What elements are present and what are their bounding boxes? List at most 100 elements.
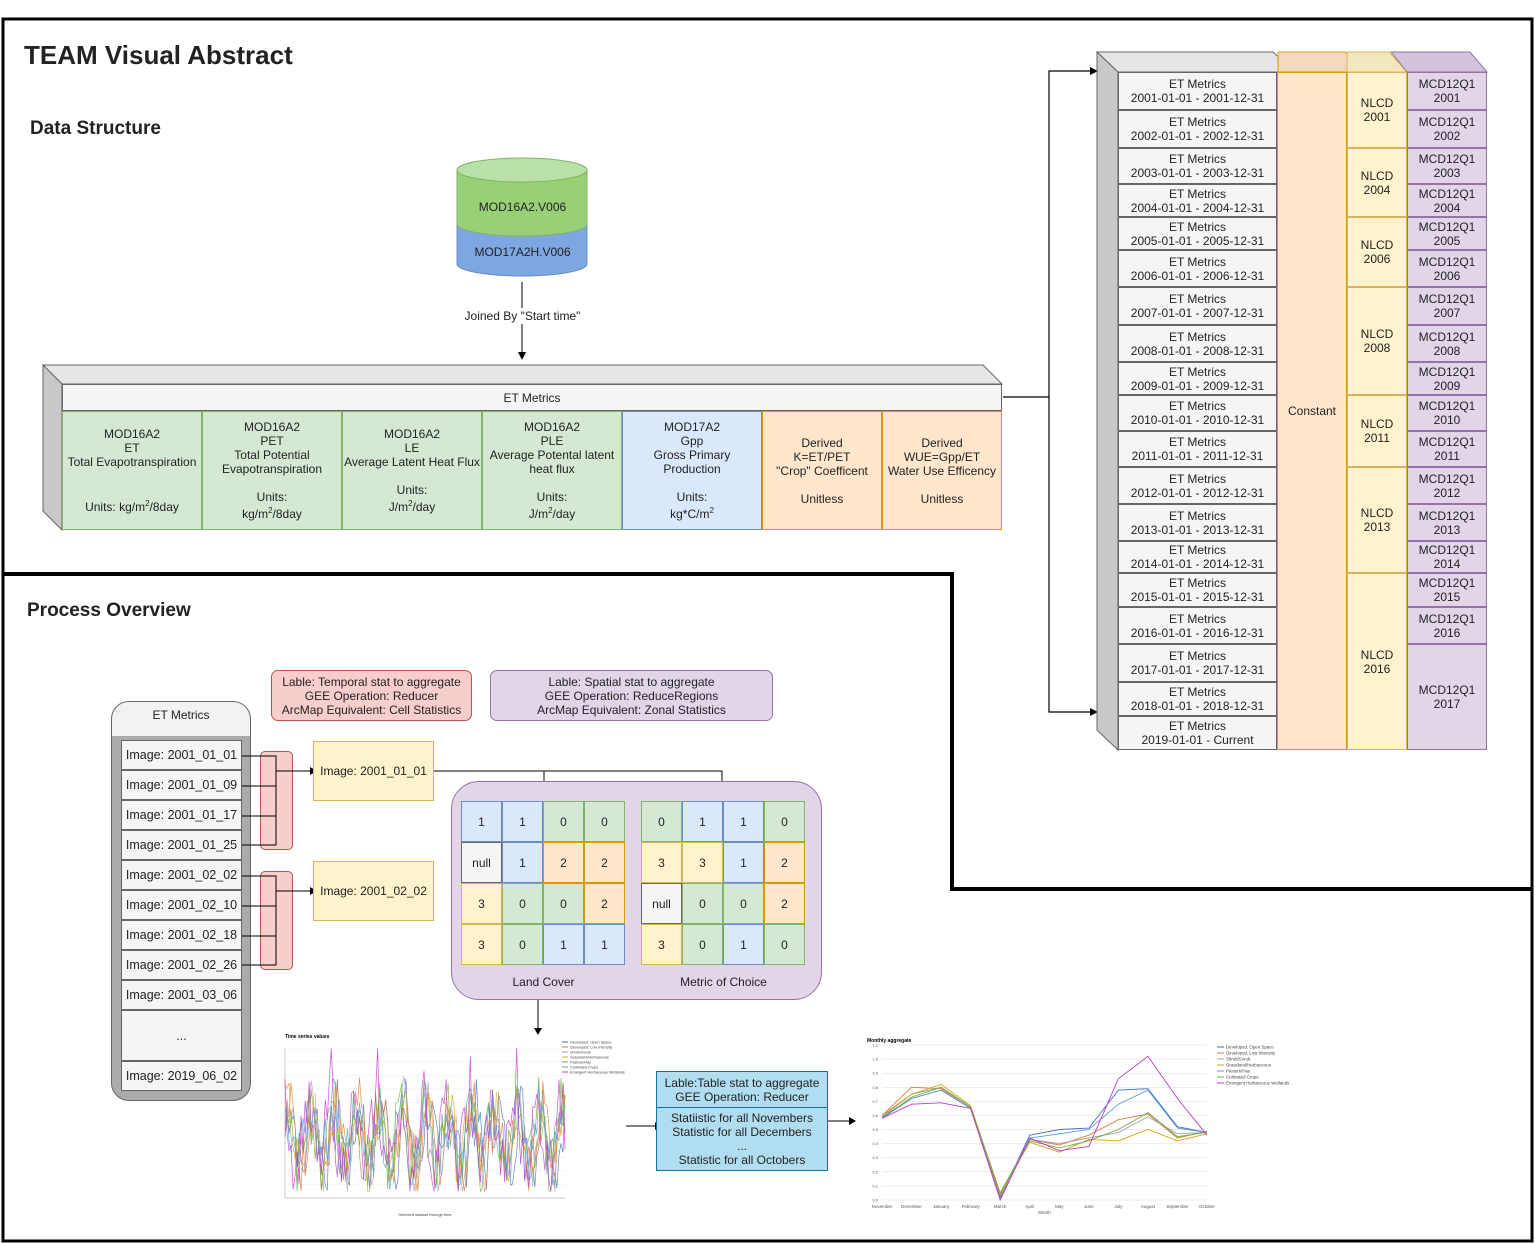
nlcd-cell: NLCD 2006 [1347, 217, 1407, 287]
et-column-line: Gpp [680, 434, 704, 448]
land-cover_grid-cell: 0 [502, 883, 543, 924]
mcd12q1-cell: MCD12Q1 2011 [1407, 431, 1487, 467]
metric-grid-cell: 1 [723, 924, 764, 965]
aggregated-image-2: Image: 2001_02_02 [313, 861, 434, 921]
nlcd-cell: NLCD 2011 [1347, 395, 1407, 467]
et-year-label: ET Metrics [1168, 77, 1227, 91]
et-year-label: ET Metrics [1168, 186, 1227, 201]
et-year-label: ET Metrics [1168, 435, 1227, 449]
m-series-line [881, 1089, 1208, 1200]
metric-grid-cell: 1 [723, 801, 764, 842]
land-cover_grid-cell: 2 [543, 842, 584, 883]
et-column-line: Gross Primary [653, 448, 731, 462]
metric-grid-cell: 0 [723, 883, 764, 924]
image-list-item: Image: 2001_01_01 [121, 740, 242, 770]
ts-legend-label: Grassland/Herbaceous [570, 1056, 609, 1060]
m-legend-label: Grassland/Herbaceous [1226, 1063, 1272, 1068]
m-legend-label: Pasture/Hay [1226, 1069, 1251, 1074]
image-list-item: Image: 2001_01_17 [121, 800, 242, 830]
join-label: Joined By "Start time" [440, 308, 605, 324]
m-ytick: 0.7 [872, 1099, 878, 1104]
land-cover_grid-cell: 2 [584, 842, 625, 883]
et-column-line: MOD16A2 [243, 420, 301, 434]
land-cover_grid-cell: 1 [502, 842, 543, 883]
metric-grid-cell: 3 [641, 842, 682, 883]
m-xtick: February [962, 1204, 981, 1209]
metric-grid-cell: 0 [682, 924, 723, 965]
image-list-item: Image: 2001_02_10 [121, 890, 242, 920]
metric-grid-cell: 1 [723, 842, 764, 883]
m-ytick: 0.2 [872, 1169, 878, 1174]
ts-legend-label: Shrub/Scrub [570, 1051, 591, 1055]
unit-post: /8day [272, 507, 302, 521]
et-column-unit: J/m2/day [389, 497, 435, 514]
image-list-item: Image: 2001_02_18 [121, 920, 242, 950]
et-column-line [820, 478, 823, 492]
et-column-line: MOD16A2 [523, 420, 581, 434]
land-cover_grid-cell: 0 [584, 801, 625, 842]
unit-post: /day [412, 500, 436, 514]
et-column-line: PET [260, 434, 284, 448]
metric-grid-cell: null [641, 883, 682, 924]
m-ytick: 1.0 [872, 1057, 878, 1062]
et-year-range: 2017-01-01 - 2017-12-31 [1130, 663, 1265, 677]
mcd12q1-cell: MCD12Q1 2008 [1407, 325, 1487, 362]
et-year-range: 2009-01-01 - 2009-12-31 [1130, 378, 1265, 393]
image-list-item: Image: 2001_01_25 [121, 830, 242, 860]
process-overview-heading: Process Overview [27, 600, 191, 621]
image-list-item: Image: 2001_03_06 [121, 980, 242, 1010]
nlcd-cell: NLCD 2008 [1347, 287, 1407, 395]
m-xtick: July [1114, 1204, 1123, 1209]
et-column-line [940, 478, 943, 492]
et-year-label: ET Metrics [1168, 152, 1227, 166]
et-year-range: 2019-01-01 - Current [1141, 733, 1254, 747]
et-year-range: 2016-01-01 - 2016-12-31 [1130, 625, 1265, 640]
unit-post: /day [552, 507, 576, 521]
mcd12q1-cell: MCD12Q1 2017 [1407, 644, 1487, 750]
mcd12q1-cell: MCD12Q1 2005 [1407, 217, 1487, 250]
land-cover_grid-cell: 0 [543, 883, 584, 924]
m-ytick: 0.6 [872, 1113, 878, 1118]
nlcd-cell: NLCD 2013 [1347, 467, 1407, 573]
et-year-label: ET Metrics [1168, 219, 1227, 234]
metric-grid-cell: 2 [764, 883, 805, 924]
ts-legend-label: Pasture/Hay [570, 1061, 591, 1065]
et-year-range: 2007-01-01 - 2007-12-31 [1130, 306, 1265, 320]
m-legend-label: Developed, Open Space [1226, 1045, 1274, 1050]
ts-legend-label: Cultivated Crops [570, 1066, 598, 1070]
m-ytick: 0.1 [872, 1183, 878, 1188]
unit-post: /8day [149, 500, 179, 514]
image-list-item: Image: 2019_06_02 [121, 1061, 242, 1091]
et-column-line [270, 476, 273, 490]
et-year-range: 2001-01-01 - 2001-12-31 [1130, 91, 1265, 105]
mcd12q1-cell: MCD12Q1 2010 [1407, 395, 1487, 431]
m-xtick: September [1166, 1204, 1189, 1209]
land-cover_grid-cell: 1 [543, 924, 584, 965]
metric-grid-cell: 0 [764, 924, 805, 965]
metric-grid-cell: 3 [641, 924, 682, 965]
et-column-unit: kg*C/m2 [670, 504, 714, 521]
m-ytick: 1.1 [872, 1043, 878, 1048]
land-cover_grid-cell: 0 [543, 801, 584, 842]
page-title: TEAM Visual Abstract [24, 40, 293, 70]
unit-sup: 2 [145, 499, 150, 508]
m-legend-label: Emergent Herbaceous Wetlands [1226, 1081, 1290, 1086]
et-column-line [410, 469, 413, 483]
ts-series-line [284, 1076, 566, 1192]
m-xtick: October [1199, 1204, 1216, 1209]
spatial-note: Lable: Spatial stat to aggregate GEE Ope… [490, 670, 773, 721]
m-ytick: 0.8 [872, 1085, 878, 1090]
et-year-range: 2004-01-01 - 2004-12-31 [1130, 200, 1265, 215]
m-xtick: May [1055, 1204, 1064, 1209]
et-column-line: Total Evapotranspiration [67, 455, 197, 469]
